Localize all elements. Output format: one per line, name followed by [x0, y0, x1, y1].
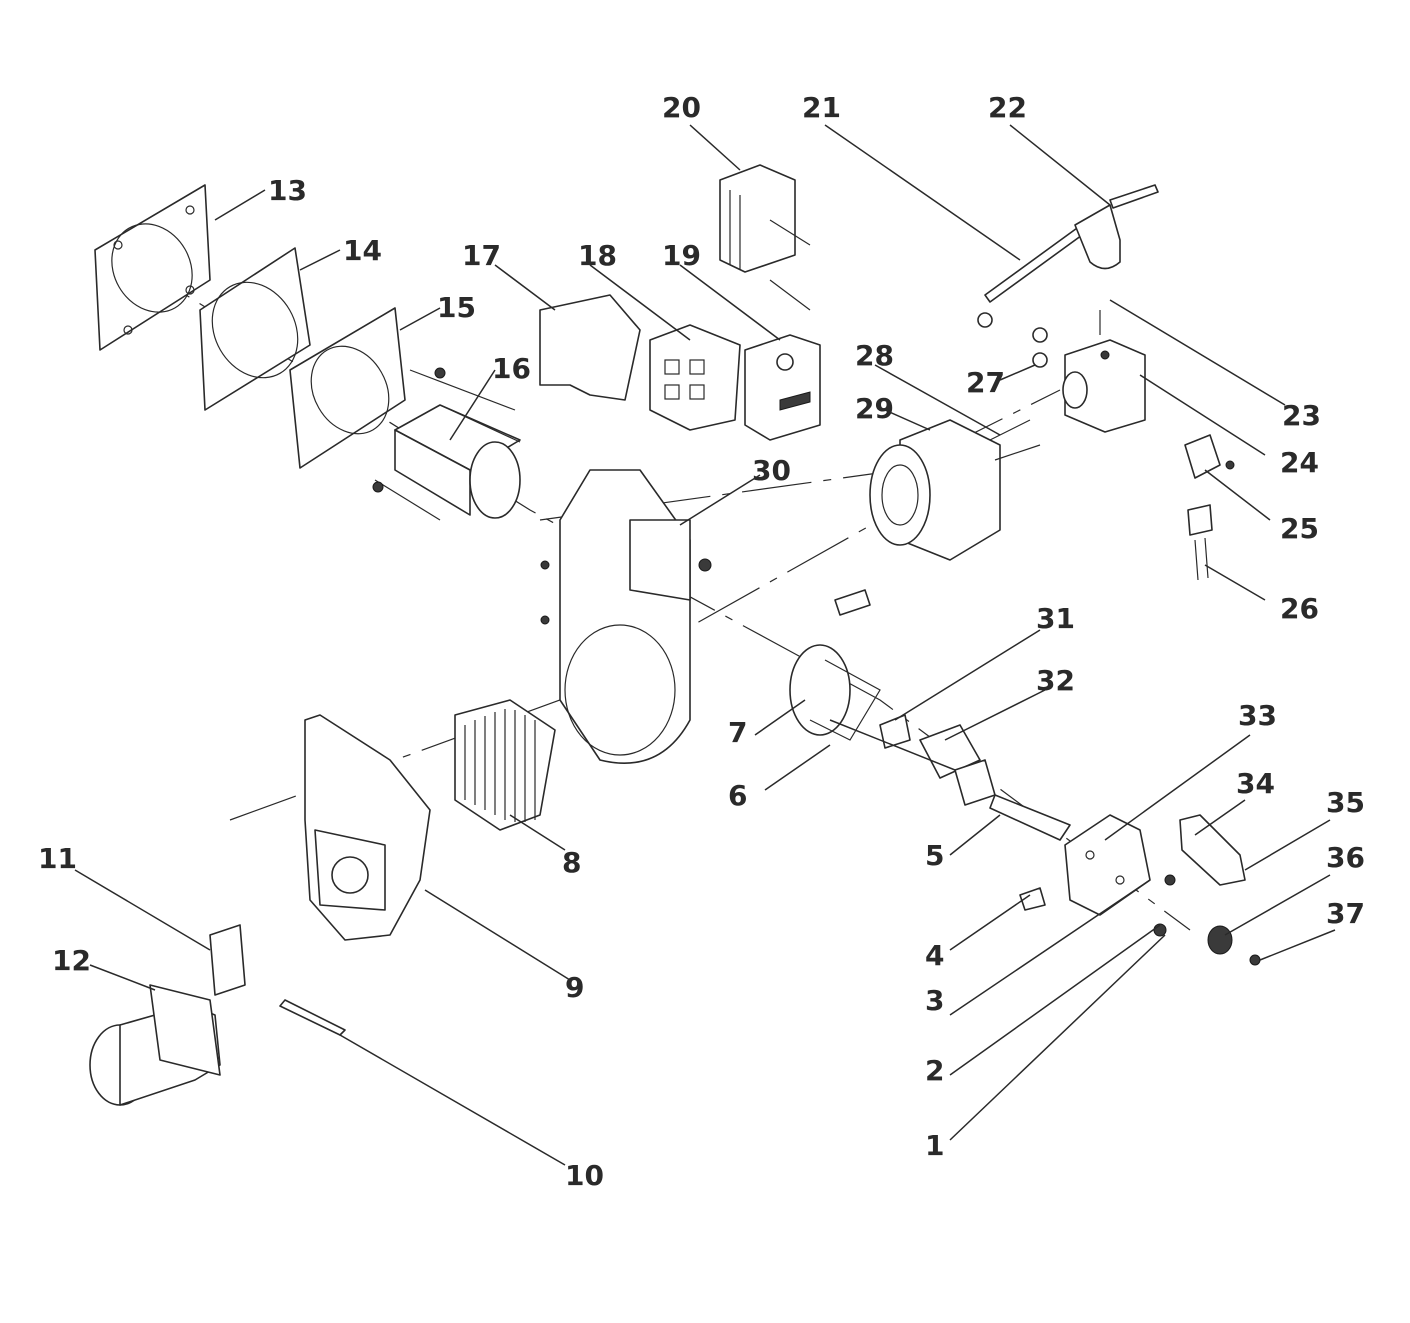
callout-35: 35: [1326, 786, 1365, 819]
callout-1: 1: [925, 1129, 944, 1162]
callout-37: 37: [1326, 897, 1365, 930]
callout-7: 7: [728, 716, 747, 749]
callout-32: 32: [1036, 664, 1075, 697]
callout-8: 8: [562, 846, 581, 879]
fan-housing: [540, 469, 712, 764]
callout-27: 27: [966, 366, 1005, 399]
flange-plate: [94, 184, 211, 351]
terminal-block: [649, 324, 741, 431]
drive-shaft: [279, 999, 346, 1036]
mounting-flange: [289, 307, 516, 521]
callout-36: 36: [1326, 841, 1365, 874]
oil-pump: [1062, 310, 1146, 433]
callout-34: 34: [1236, 767, 1275, 800]
callout-31: 31: [1036, 602, 1075, 635]
callout-3: 3: [925, 984, 944, 1017]
callout-28: 28: [855, 339, 894, 372]
callout-12: 12: [52, 944, 91, 977]
callout-33: 33: [1238, 699, 1277, 732]
head-fittings: [1019, 814, 1261, 966]
callout-16: 16: [492, 352, 531, 385]
control-box: [744, 334, 821, 441]
head-plate: [1064, 814, 1151, 916]
callout-11: 11: [38, 842, 77, 875]
callout-26: 26: [1280, 592, 1319, 625]
callout-13: 13: [268, 174, 307, 207]
leader-lines: [74, 124, 1336, 1166]
nozzle-assembly: [879, 714, 1071, 841]
callout-10: 10: [565, 1159, 604, 1192]
callout-19: 19: [662, 239, 701, 272]
auxiliary-motor: [89, 984, 221, 1106]
ignition-transformer: [719, 164, 811, 311]
callout-17: 17: [462, 239, 501, 272]
callout-15: 15: [437, 291, 476, 324]
solenoid-valve: [1184, 434, 1235, 581]
callout-5: 5: [925, 839, 944, 872]
fan-impeller: [454, 699, 556, 831]
callout-20: 20: [662, 91, 701, 124]
callout-9: 9: [565, 971, 584, 1004]
callout-29: 29: [855, 392, 894, 425]
diffuser-assembly: [789, 589, 881, 741]
callout-labels: 1 2 3 4 5 6 7 8 9 10 11 12 13 14 15 16 1…: [38, 91, 1365, 1192]
flange-gasket: [199, 247, 311, 411]
burner-motor: [869, 419, 1041, 561]
callout-21: 21: [802, 91, 841, 124]
callout-25: 25: [1280, 512, 1319, 545]
callout-14: 14: [343, 234, 382, 267]
callout-18: 18: [578, 239, 617, 272]
callout-6: 6: [728, 779, 747, 812]
callout-2: 2: [925, 1054, 944, 1087]
terminal-bracket: [539, 294, 641, 401]
callout-23: 23: [1282, 399, 1321, 432]
oil-pipe-and-filter: [977, 184, 1159, 368]
callout-22: 22: [988, 91, 1027, 124]
coupling-plate: [209, 924, 246, 996]
callout-30: 30: [752, 454, 791, 487]
callout-4: 4: [925, 939, 944, 972]
burner-cover: [304, 714, 431, 941]
callout-24: 24: [1280, 446, 1319, 479]
blast-tube: [394, 404, 521, 519]
